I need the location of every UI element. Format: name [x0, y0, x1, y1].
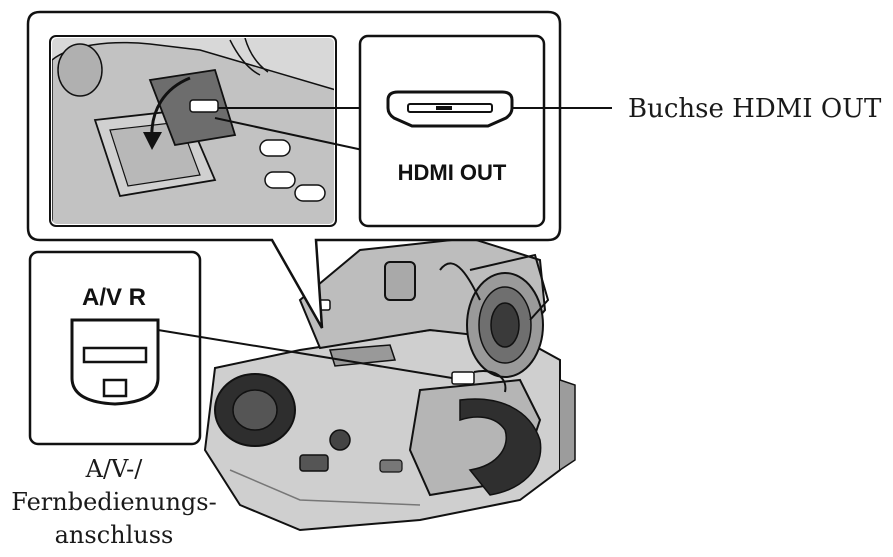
av-jack-label-line3: anschluss [55, 521, 174, 549]
av-port-icon [70, 318, 160, 406]
av-callout-box: A/V R [28, 250, 202, 446]
hdmi-callout-bubble: HDMI OUT [26, 10, 562, 329]
camcorder-illustration [203, 236, 576, 532]
av-jack-label-line1: A/V-/ [85, 455, 144, 483]
hdmi-port-panel: HDMI OUT [358, 34, 546, 228]
hdmi-closeup-panel [49, 35, 337, 227]
av-jack-label-line2: Fernbedienungs- [11, 488, 216, 516]
av-jack-label: A/V-/ Fernbedienungs- anschluss [11, 455, 216, 549]
av-jack-cable-detail [473, 370, 507, 393]
av-jack-leader [157, 329, 453, 379]
hdmi-port-marking: HDMI OUT [398, 160, 507, 185]
av-port-marking: A/V R [82, 284, 146, 311]
hdmi-jack-label: Buchse HDMI OUT [628, 94, 882, 124]
hdmi-closeup-leader [214, 117, 373, 153]
hdmi-port-icon [386, 90, 514, 128]
